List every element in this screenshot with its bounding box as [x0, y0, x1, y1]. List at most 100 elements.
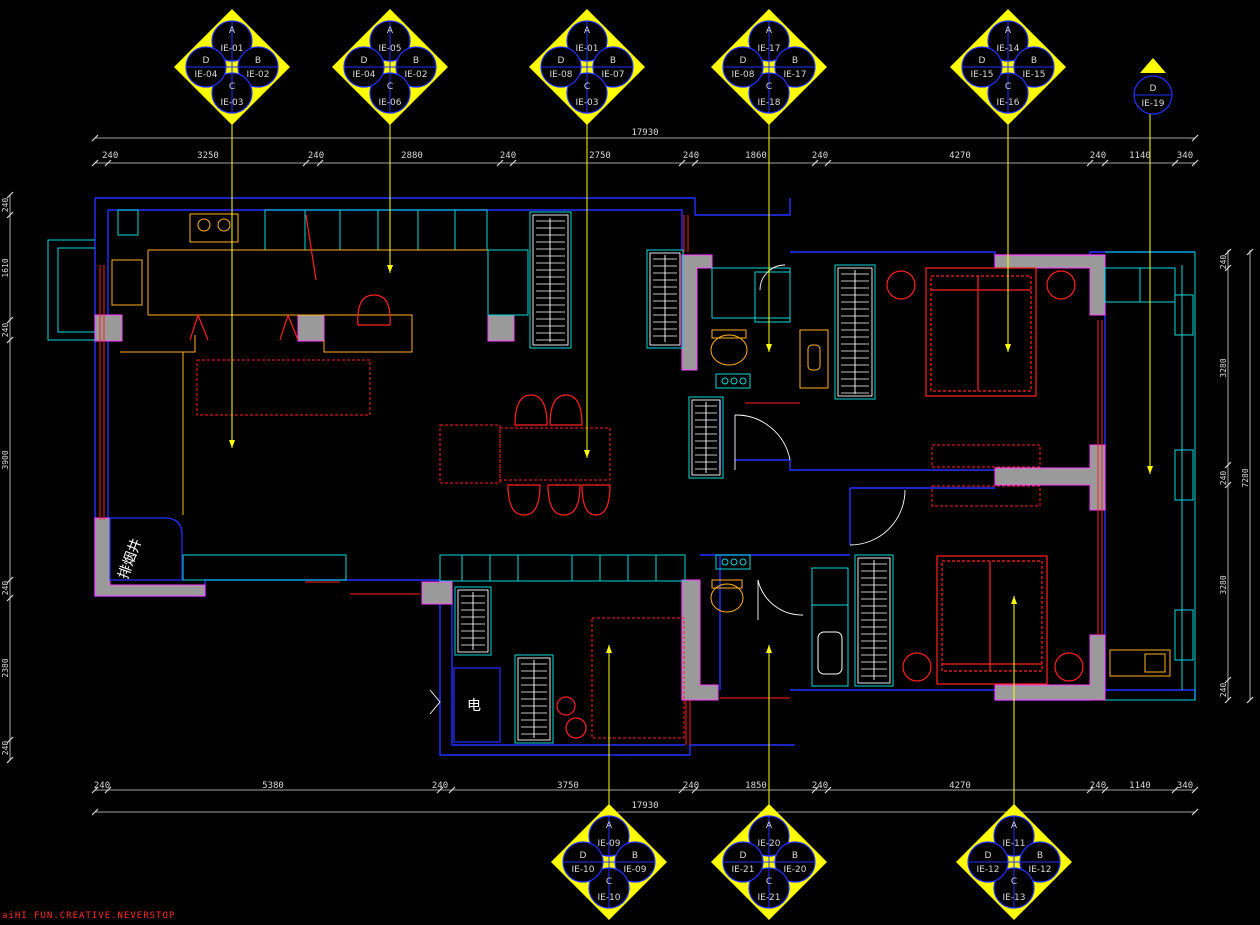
leader-arrows: [229, 265, 1153, 653]
leader-arrow: [387, 265, 393, 273]
dim-tick: [1224, 676, 1232, 684]
tag-letter: B: [632, 851, 638, 861]
tag-letter: C: [387, 82, 393, 92]
tag-letter: A: [387, 26, 394, 36]
wall-blocks: [94, 254, 1106, 701]
dim-tick: [302, 159, 310, 167]
dim-tick: [6, 191, 14, 199]
tag-letter: D: [979, 56, 986, 66]
dim-tick: [316, 159, 324, 167]
dim-tick: [1086, 159, 1094, 167]
leader-arrow: [1005, 344, 1011, 352]
dim-tick: [691, 159, 699, 167]
leader-arrow: [1011, 596, 1017, 604]
tag-code: IE-11: [1002, 839, 1025, 849]
dim-top-label: 2750: [589, 151, 611, 161]
tag-code: IE-20: [757, 839, 780, 849]
dim-top-label: 1140: [1129, 151, 1151, 161]
dimension-labels: 17930 240 3250 240 2880 240 2750 240 186…: [1, 128, 1250, 811]
tag-letter: C: [766, 877, 772, 887]
dim-tick: [691, 786, 699, 794]
tag-code: IE-07: [601, 70, 624, 80]
tag-letter: B: [792, 56, 798, 66]
dim-tick: [91, 134, 99, 142]
doors: [429, 264, 906, 715]
tag-code: IE-03: [220, 98, 243, 108]
dim-tick: [1171, 786, 1179, 794]
dim-tick: [1224, 481, 1232, 489]
dim-tick: [91, 159, 99, 167]
dim-top-label: 4270: [949, 151, 971, 161]
dim-bottom-label: 1140: [1129, 781, 1151, 791]
dim-tick: [1224, 264, 1232, 272]
dim-tick: [1224, 461, 1232, 469]
tag-code: IE-19: [1141, 99, 1164, 109]
tag-code: IE-17: [757, 44, 780, 54]
dim-top-label: 240: [308, 151, 324, 161]
smoke-shaft: [109, 517, 183, 581]
dim-tick: [824, 786, 832, 794]
dim-tick: [6, 756, 14, 764]
dim-tick: [678, 786, 686, 794]
leader-arrow: [584, 450, 590, 458]
magenta-edges: [94, 254, 1105, 700]
dim-bottom-label: 5380: [262, 781, 284, 791]
dim-bottom-total: 17930: [631, 801, 658, 811]
tag-letter: D: [203, 56, 210, 66]
dim-left-label: 240: [1, 198, 10, 213]
electric-room-label: 电: [467, 698, 481, 714]
dim-tick: [104, 786, 112, 794]
dim-left-label: 3900: [1, 450, 10, 469]
tag-code: IE-02: [404, 70, 427, 80]
tag-letter: A: [229, 26, 236, 36]
tag-letter: C: [229, 82, 235, 92]
dim-tick: [1246, 696, 1254, 704]
tag-code: IE-01: [220, 44, 243, 54]
dim-tick: [811, 786, 819, 794]
tag-code: IE-08: [731, 70, 754, 80]
dim-top-label: 240: [683, 151, 699, 161]
bathrooms: [710, 329, 1171, 677]
dim-tick: [1191, 808, 1199, 816]
dimension-ticks: [6, 134, 1254, 816]
dim-top-label: 240: [500, 151, 516, 161]
dim-bottom-label: 240: [1090, 781, 1106, 791]
rack-frames: [454, 211, 894, 744]
dim-tick: [1086, 786, 1094, 794]
bathroom-details: [711, 267, 849, 687]
dim-left-label: 1610: [1, 258, 10, 277]
tag-code: IE-18: [757, 98, 780, 108]
tag-code: IE-10: [597, 893, 620, 903]
elevation-tags: AIE-01BIE-02CIE-03DIE-04AIE-05BIE-02CIE-…: [174, 9, 1072, 920]
leader-lines: [231, 112, 1151, 808]
tag-code: IE-15: [1022, 70, 1045, 80]
dim-right-total: 7280: [1241, 468, 1250, 487]
tag-letter: B: [413, 56, 419, 66]
tag-code: IE-08: [549, 70, 572, 80]
tag-code: IE-04: [194, 70, 217, 80]
dim-right-label: 3280: [1219, 575, 1228, 594]
tag-code: IE-14: [996, 44, 1019, 54]
tag-code: IE-12: [976, 865, 999, 875]
tag-code: IE-09: [623, 865, 646, 875]
dim-tick: [1191, 134, 1199, 142]
dim-tick: [6, 594, 14, 602]
dim-bottom-label: 240: [812, 781, 828, 791]
dim-tick: [811, 159, 819, 167]
dim-tick: [1171, 159, 1179, 167]
dim-right-label: 3280: [1219, 358, 1228, 377]
dim-tick: [6, 211, 14, 219]
dim-top-label: 240: [1090, 151, 1106, 161]
elevation-tag-ie-19: D IE-19: [1133, 58, 1173, 115]
dim-tick: [824, 159, 832, 167]
tag-letter: D: [558, 56, 565, 66]
storage-racks: [457, 214, 891, 741]
tag-letter: D: [1150, 84, 1157, 94]
dim-tick: [1101, 786, 1109, 794]
dim-top-total: 17930: [631, 128, 658, 138]
